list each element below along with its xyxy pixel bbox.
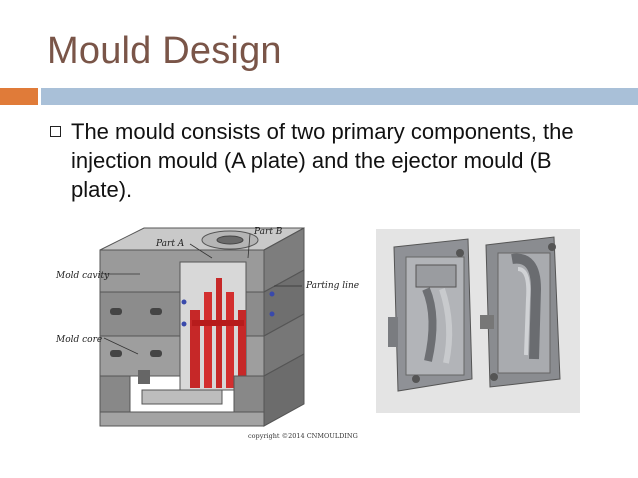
- bullet-text: The mould consists of two primary compon…: [71, 119, 574, 202]
- label-part-b: Part B: [253, 227, 283, 237]
- label-part-a: Part A: [155, 239, 185, 249]
- label-mold-cavity: Mold cavity: [55, 271, 110, 281]
- slide-title: Mould Design: [47, 30, 282, 72]
- label-parting-line: Parting line: [305, 281, 359, 291]
- title-accent-bar-blue: [41, 88, 638, 105]
- square-bullet-icon: [50, 126, 61, 137]
- mould-diagram: Part A Part B Mold cavity Parting line M…: [52, 222, 372, 442]
- mould-halves-photo: [376, 229, 580, 413]
- title-accent-bar-orange: [0, 88, 38, 105]
- label-mold-core: Mold core: [55, 335, 102, 345]
- figure-copyright: copyright ©2014 CNMOULDING: [248, 432, 358, 440]
